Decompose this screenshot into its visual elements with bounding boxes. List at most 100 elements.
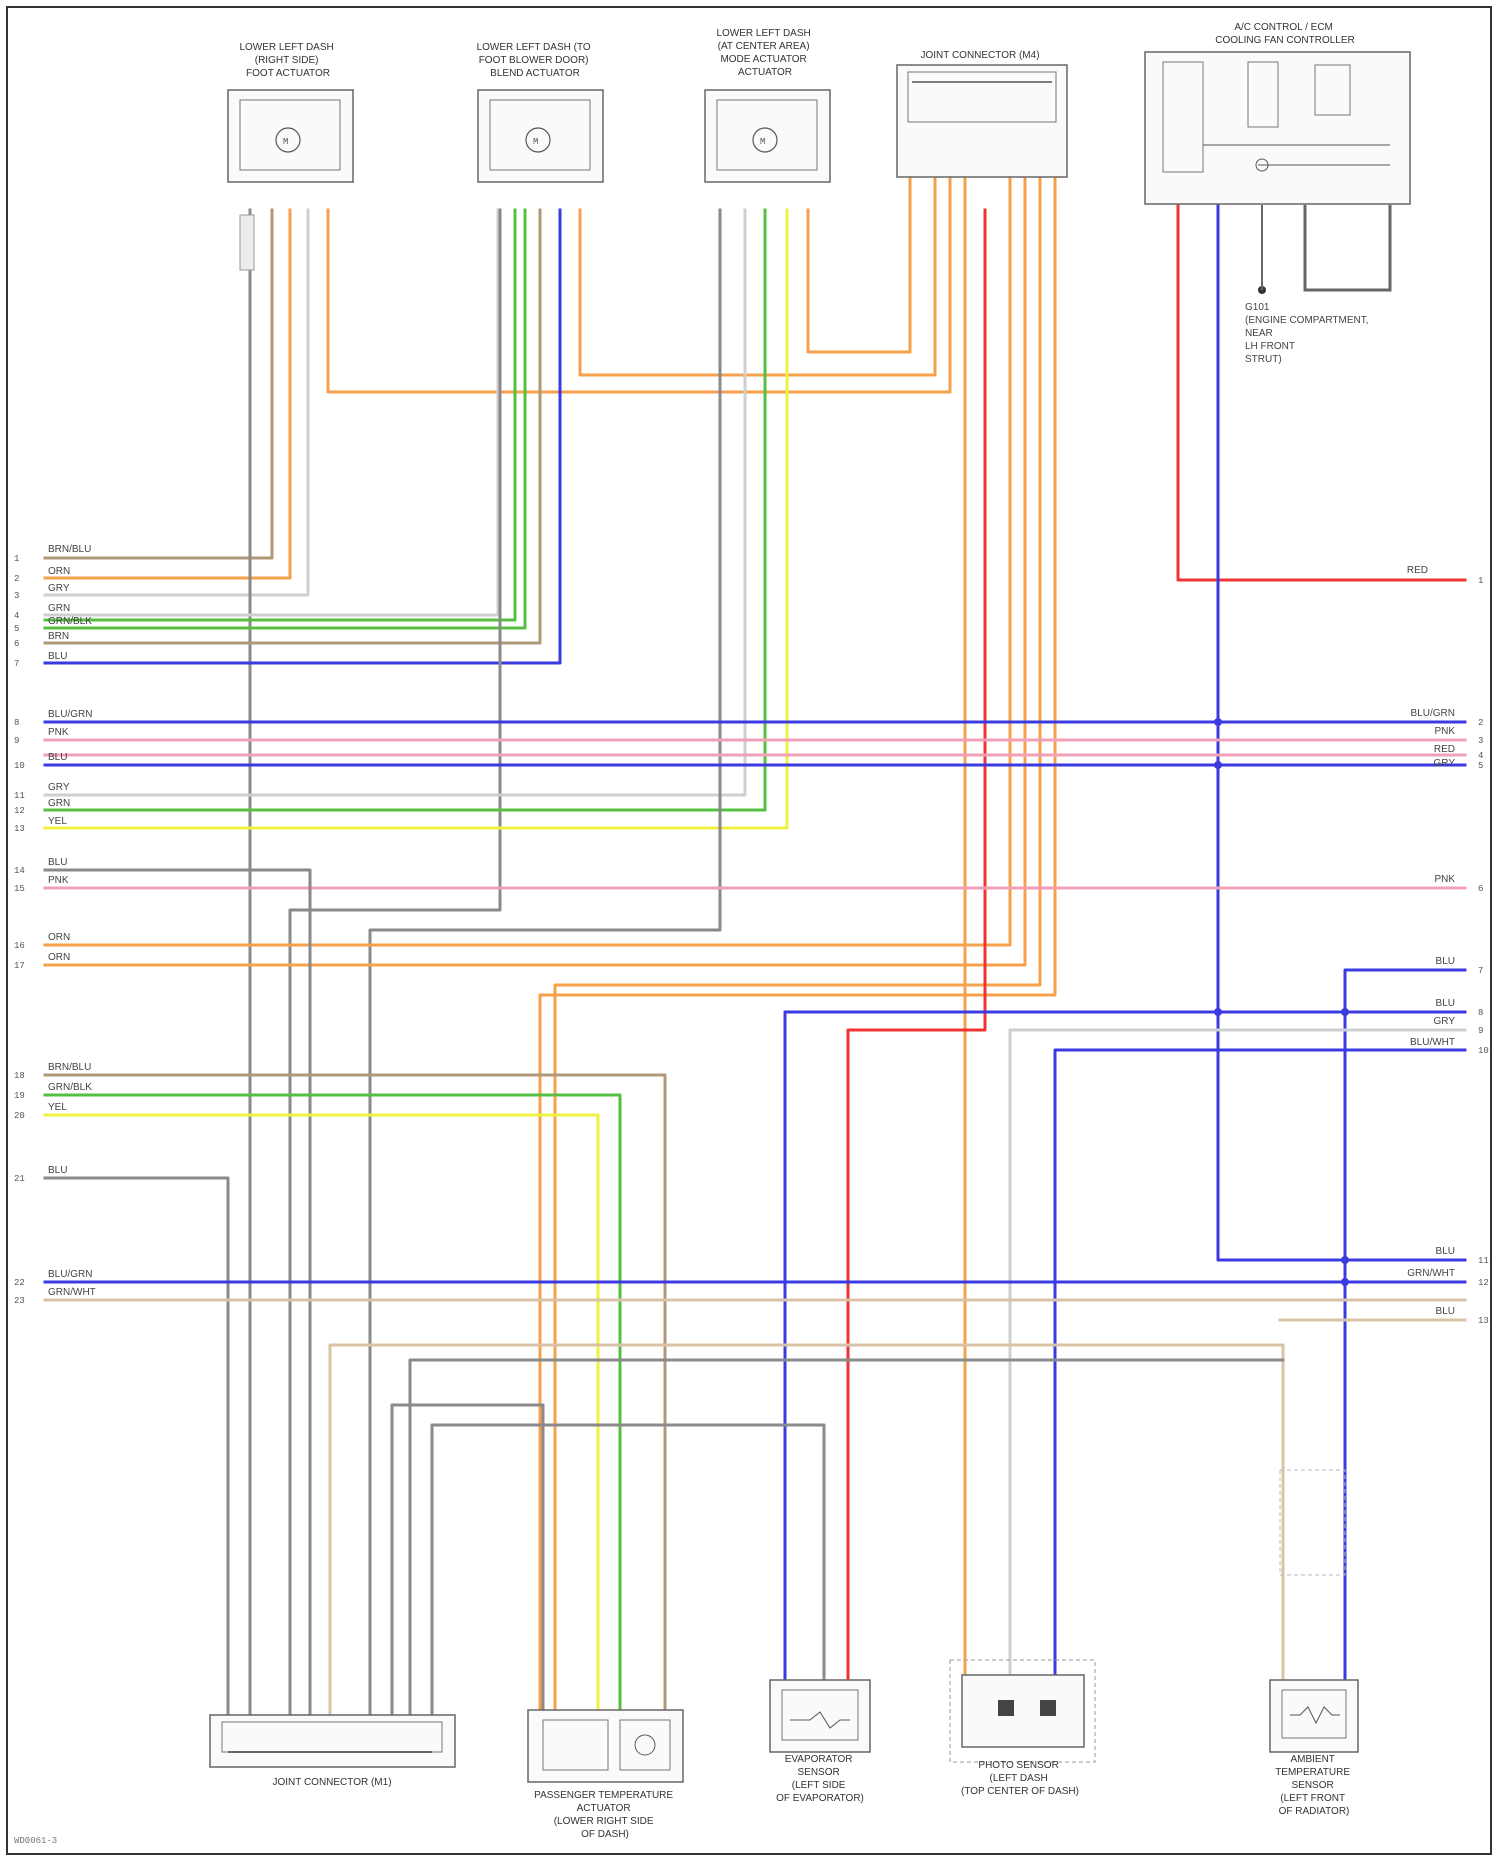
wire-tan-c10[interactable] [330,1345,1283,1730]
wire-c4-orange-4[interactable] [555,170,1040,1725]
svg-text:GRY: GRY [1434,758,1456,769]
svg-text:GRN/WHT: GRN/WHT [1407,1268,1455,1279]
svg-text:BRN/BLU: BRN/BLU [48,1062,91,1073]
svg-text:PNK: PNK [48,875,69,886]
wire-c1-brown[interactable] [45,210,272,558]
svg-text:10: 10 [14,761,25,771]
component-title: LOWER LEFT DASH (AT CENTER AREA) MODE AC… [716,28,813,78]
wire-blue-r10[interactable] [1055,1050,1465,1680]
svg-text:BLU/GRN: BLU/GRN [1411,708,1455,719]
svg-text:GRN/BLK: GRN/BLK [48,616,92,627]
svg-text:YEL: YEL [48,816,67,827]
svg-text:8: 8 [14,718,19,728]
wire-c3-green[interactable] [45,210,765,810]
component-title: PASSENGER TEMPERATURE ACTUATOR (LOWER RI… [534,1790,676,1840]
wire-c3-gray[interactable] [370,210,720,1730]
wire-c2-gray[interactable] [290,210,500,1730]
svg-text:7: 7 [14,659,19,669]
svg-text:G101 (ENGINE COMPARTMENT: G101 (ENGINE COMPARTMENT, NEAR LH FRONT … [1245,302,1371,365]
component-title: PHOTO SENSOR (LEFT DASH (TOP CENTER OF D… [961,1760,1079,1797]
svg-text:BLU: BLU [1436,998,1455,1009]
svg-text:GRY: GRY [1434,1016,1456,1027]
svg-text:M: M [533,137,538,147]
wire-yellow-20[interactable] [45,1115,598,1725]
component-evaporator-sensor[interactable]: EVAPORATOR SENSOR (LEFT SIDE OF EVAPORAT… [770,1680,870,1804]
svg-text:M: M [283,137,288,147]
wire-c5-red[interactable] [1178,205,1465,580]
svg-text:9: 9 [14,736,19,746]
wire-c4-orange-3[interactable] [45,170,1025,965]
component-ac-control[interactable]: A/C CONTROL / ECM COOLING FAN CONTROLLER… [1145,22,1410,365]
wire-c3-orange[interactable] [808,170,910,352]
wire-blue-r7[interactable] [785,1012,1465,1690]
wire-brown-18[interactable] [45,1075,665,1725]
svg-text:GRN/WHT: GRN/WHT [48,1287,96,1298]
svg-text:RED: RED [1434,744,1455,755]
svg-text:3: 3 [14,591,19,601]
diagram-id: WD0061-3 [14,1836,57,1846]
sensor-box [962,1675,1084,1747]
component-title: LOWER LEFT DASH (TO FOOT BLOWER DOOR) BL… [477,42,594,79]
wire-blue-r8[interactable] [1345,970,1465,1725]
svg-text:6: 6 [1478,884,1483,894]
component-title: AMBIENT TEMPERATURE SENSOR (LEFT FRONT O… [1275,1754,1353,1817]
wire-gray-21[interactable] [45,1178,228,1730]
svg-text:18: 18 [14,1071,25,1081]
component-joint-connector-m4[interactable]: JOINT CONNECTOR (M4) [897,50,1067,177]
svg-text:GRN: GRN [48,603,70,614]
svg-text:12: 12 [14,806,25,816]
svg-text:BLU/WHT: BLU/WHT [1410,1037,1455,1048]
wire-c1-orange-2[interactable] [328,170,950,392]
wire-c2-green-2[interactable] [45,210,525,628]
wire-c4-orange-5[interactable] [540,170,1055,1725]
wire-c1-ltgray[interactable] [45,210,308,595]
svg-text:GRY: GRY [48,782,70,793]
svg-text:17: 17 [14,961,25,971]
component-title: A/C CONTROL / ECM COOLING FAN CONTROLLER [1215,22,1354,46]
wire-green-19[interactable] [45,1095,620,1725]
actuator-box [478,90,603,182]
svg-text:YEL: YEL [48,1102,67,1113]
svg-text:6: 6 [14,639,19,649]
harness-segment [1280,1470,1345,1575]
connector-pin [240,215,254,270]
svg-text:GRY: GRY [48,583,70,594]
sensor-box [1270,1680,1358,1752]
svg-text:4: 4 [1478,751,1483,761]
svg-text:RED: RED [1407,565,1428,576]
connector-box [210,1715,455,1767]
svg-text:7: 7 [1478,966,1483,976]
wire-c3-ltgray[interactable] [45,210,745,795]
wire-c2-orange[interactable] [580,170,935,375]
svg-text:1: 1 [1478,576,1483,586]
svg-text:PNK: PNK [1434,874,1455,885]
component-title: JOINT CONNECTOR (M1) [272,1777,391,1788]
svg-text:2: 2 [14,574,19,584]
wire-c3-yellow[interactable] [45,210,787,828]
right-wire-labels: RED 1 BLU/GRN 2 PNK 3 RED 4 GRY 5 PNK 6 … [1407,565,1489,1326]
svg-text:5: 5 [1478,761,1483,771]
svg-text:BLU: BLU [1436,956,1455,967]
svg-text:2: 2 [1478,718,1483,728]
svg-text:PNK: PNK [1434,726,1455,737]
component-passenger-temp-actuator[interactable]: PASSENGER TEMPERATURE ACTUATOR (LOWER RI… [528,1710,683,1840]
wire-gray-c7b[interactable] [392,1405,543,1730]
wire-ltgray-r9[interactable] [1010,1030,1465,1680]
svg-text:13: 13 [14,824,25,834]
component-blend-actuator[interactable]: LOWER LEFT DASH (TO FOOT BLOWER DOOR) BL… [477,42,603,182]
actuator-box [528,1710,683,1782]
svg-text:GRN/BLK: GRN/BLK [48,1082,92,1093]
svg-text:1: 1 [14,554,19,564]
svg-text:M: M [760,137,765,147]
component-joint-connector-m1[interactable]: JOINT CONNECTOR (M1) [210,1715,455,1788]
svg-text:BLU: BLU [48,651,67,662]
component-photo-sensor[interactable]: PHOTO SENSOR (LEFT DASH (TOP CENTER OF D… [950,1660,1095,1797]
wire-gray-c8[interactable] [432,1425,824,1730]
svg-text:11: 11 [1478,1256,1489,1266]
component-mode-actuator[interactable]: LOWER LEFT DASH (AT CENTER AREA) MODE AC… [705,28,830,182]
svg-text:PNK: PNK [48,727,69,738]
svg-text:3: 3 [1478,736,1483,746]
photo-diode-icon [1040,1700,1056,1716]
svg-text:9: 9 [1478,1026,1483,1036]
